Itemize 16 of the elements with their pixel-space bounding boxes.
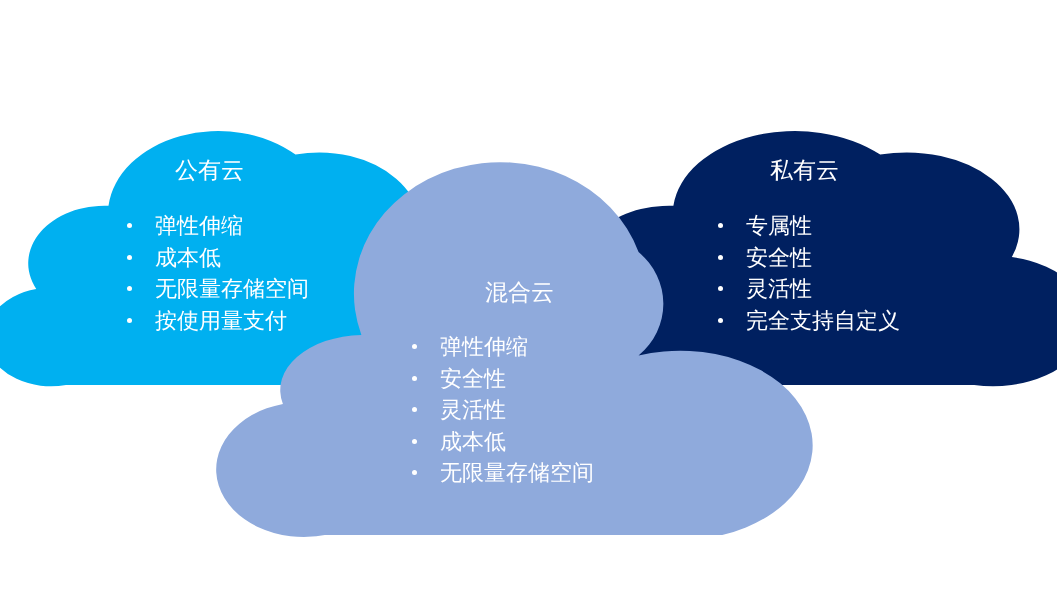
list-item: 弹性伸缩 xyxy=(440,333,528,361)
list-item: 灵活性 xyxy=(440,396,506,424)
cloud-title: 私有云 xyxy=(770,156,839,184)
list-item: 安全性 xyxy=(440,364,506,393)
list-item: 成本低 xyxy=(155,243,221,272)
cloud-title: 公有云 xyxy=(175,156,244,184)
list-item: 专属性 xyxy=(746,212,812,240)
list-item: 弹性伸缩 xyxy=(155,212,243,240)
list-item: 无限量存储空间 xyxy=(155,275,309,303)
list-item: 完全支持自定义 xyxy=(746,306,900,335)
list-item: 成本低 xyxy=(440,427,506,456)
list-item: 灵活性 xyxy=(746,275,812,303)
list-item: 安全性 xyxy=(746,243,812,272)
cloud-title: 混合云 xyxy=(485,278,554,306)
list-item: 按使用量支付 xyxy=(155,306,287,335)
list-item: 无限量存储空间 xyxy=(440,459,594,487)
